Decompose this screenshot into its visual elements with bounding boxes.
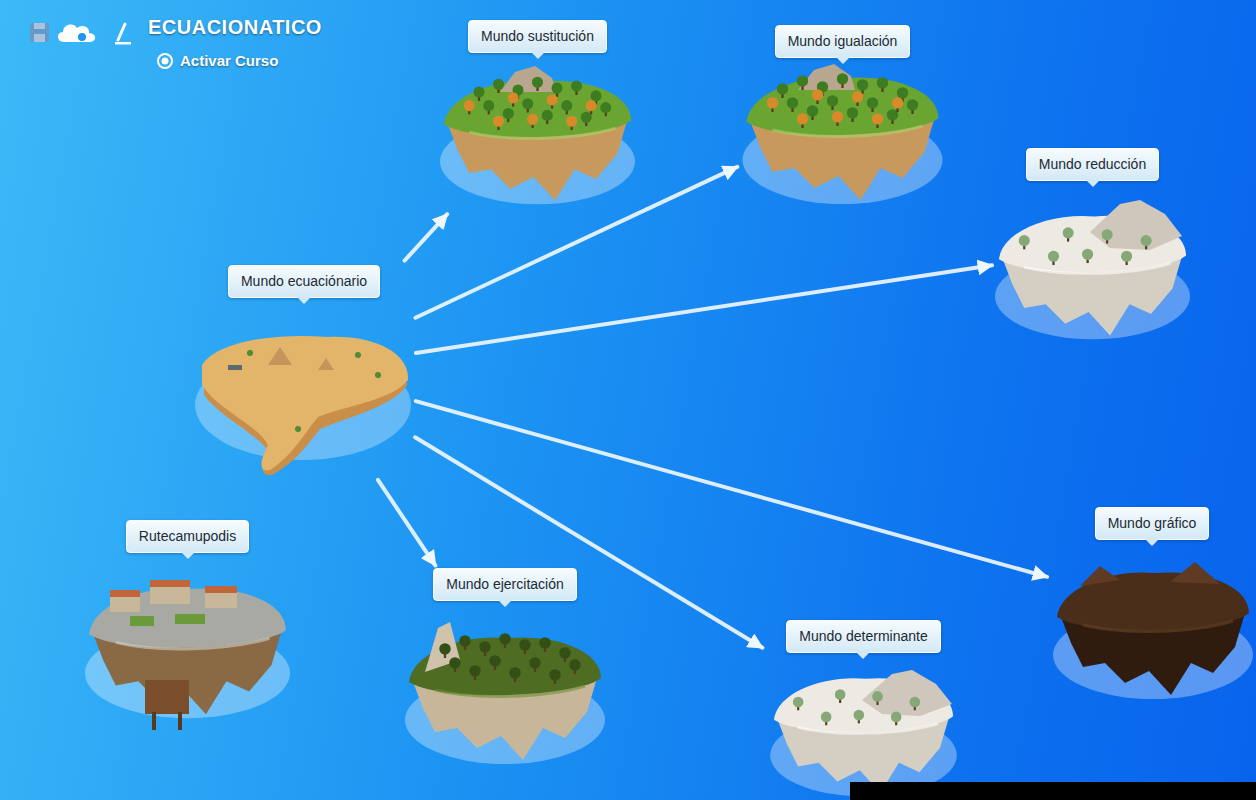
world-island: Mundo gráfico xyxy=(1050,507,1254,705)
world-island: Rutecamupodis xyxy=(85,520,290,735)
snow-island xyxy=(770,670,957,796)
black-bar xyxy=(850,782,1256,800)
world-island: Mundo igualación xyxy=(740,25,945,210)
world-arrow xyxy=(416,401,1047,577)
world-label: Rutecamupodis xyxy=(126,520,249,553)
world-arrow xyxy=(378,480,435,566)
world-island: Mundo ecuaciónario xyxy=(198,265,410,475)
world-arrow xyxy=(415,167,737,318)
world-island: Mundo reducción xyxy=(995,148,1190,352)
world-arrow xyxy=(405,214,448,260)
world-label: Mundo ecuaciónario xyxy=(228,265,380,298)
world-label: Mundo determinante xyxy=(786,620,940,653)
world-arrow xyxy=(416,265,992,353)
green-island xyxy=(743,64,943,204)
forest-island xyxy=(405,622,605,764)
sand-island xyxy=(195,336,411,475)
menu-option: Activar Curso xyxy=(180,52,278,69)
world-label: Mundo igualación xyxy=(775,25,911,58)
world-arrow xyxy=(415,437,762,647)
snow-island xyxy=(995,200,1190,339)
game-title: ECUACIONATICO xyxy=(148,16,322,39)
world-label: Mundo reducción xyxy=(1026,148,1159,181)
green-island xyxy=(440,66,635,204)
world-label: Mundo gráfico xyxy=(1095,507,1210,540)
world-island: Mundo sustitución xyxy=(440,20,635,212)
world-label: Mundo sustitución xyxy=(468,20,607,53)
world-label: Mundo ejercitación xyxy=(433,568,577,601)
world-island: Mundo determinante xyxy=(765,620,962,798)
town-island xyxy=(85,580,290,730)
dark-island xyxy=(1053,562,1253,699)
world-island: Mundo ejercitación xyxy=(405,568,605,770)
